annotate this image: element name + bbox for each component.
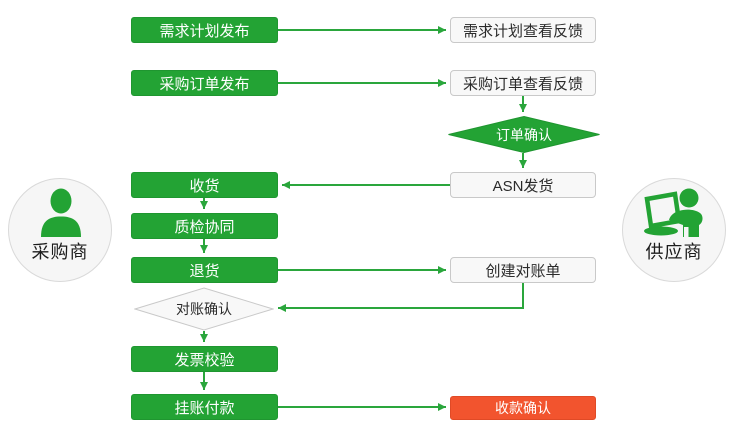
node-demand-feedback: 需求计划查看反馈: [450, 17, 596, 43]
node-quality-check: 质检协同: [131, 213, 278, 239]
node-invoice-check: 发票校验: [131, 346, 278, 372]
computer-user-icon: [644, 188, 703, 237]
supplier-actor: 供应商: [622, 178, 726, 282]
arrow-statement-to-recon: [278, 283, 524, 312]
node-demand-publish: 需求计划发布: [131, 17, 278, 43]
node-create-statement: 创建对账单: [450, 257, 596, 283]
node-receipt-confirm: 收款确认: [450, 396, 596, 420]
recon-confirm-label: 对账确认: [176, 301, 232, 317]
node-returns: 退货: [131, 257, 278, 283]
buyer-actor: 采购商: [8, 178, 112, 282]
node-asn-ship: ASN发货: [450, 172, 596, 198]
node-order-confirm-diamond: 订单确认: [448, 116, 600, 153]
node-receive: 收货: [131, 172, 278, 198]
node-payment: 挂账付款: [131, 394, 278, 420]
user-icon: [41, 188, 81, 237]
order-confirm-label: 订单确认: [496, 126, 552, 143]
node-order-feedback: 采购订单查看反馈: [450, 70, 596, 96]
node-order-publish: 采购订单发布: [131, 70, 278, 96]
supplier-label: 供应商: [645, 242, 703, 262]
buyer-label: 采购商: [31, 242, 89, 262]
node-recon-confirm-diamond: 对账确认: [134, 287, 274, 331]
